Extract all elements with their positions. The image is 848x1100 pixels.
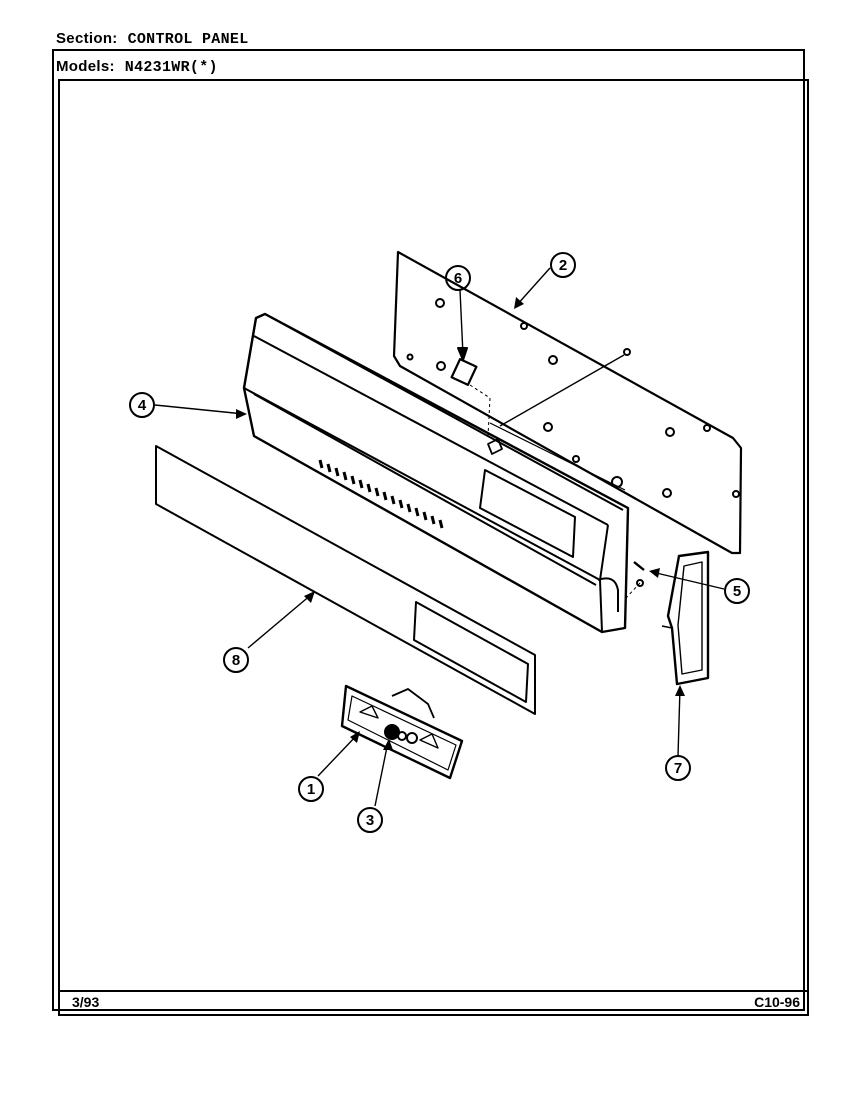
footer-divider [58,990,809,992]
part-front-overlay [155,445,536,715]
callout-arrowheads [236,297,685,750]
callout-4: 4 [138,397,147,414]
part-back-panel [392,250,743,555]
callout-7: 7 [674,760,682,777]
part-switch [450,289,491,437]
section-label: Section: [56,30,118,47]
section-value: CONTROL PANEL [127,31,249,48]
part-control-bracket [340,684,464,780]
callout-2: 2 [559,257,567,274]
models-value: N4231WR(*) [124,59,218,76]
outer-frame [52,49,805,1011]
inner-frame [58,79,809,1016]
callout-leaders [154,267,725,807]
section-header: Section: CONTROL PANEL [56,30,249,48]
callout-6: 6 [454,270,462,287]
footer-date: 3/93 [72,994,100,1010]
part-end-cap [661,550,710,686]
callout-5: 5 [733,583,741,600]
models-label: Models: [56,58,115,75]
callout-1: 1 [307,781,315,798]
callout-8: 8 [232,652,240,669]
models-header: Models: N4231WR(*) [56,58,218,76]
part-console-body [242,312,630,634]
callout-3: 3 [366,812,374,829]
footer-code: C10-96 [754,994,800,1010]
console-vent-slots [318,459,444,529]
callout-circles [129,252,750,833]
part-screws [625,561,645,599]
